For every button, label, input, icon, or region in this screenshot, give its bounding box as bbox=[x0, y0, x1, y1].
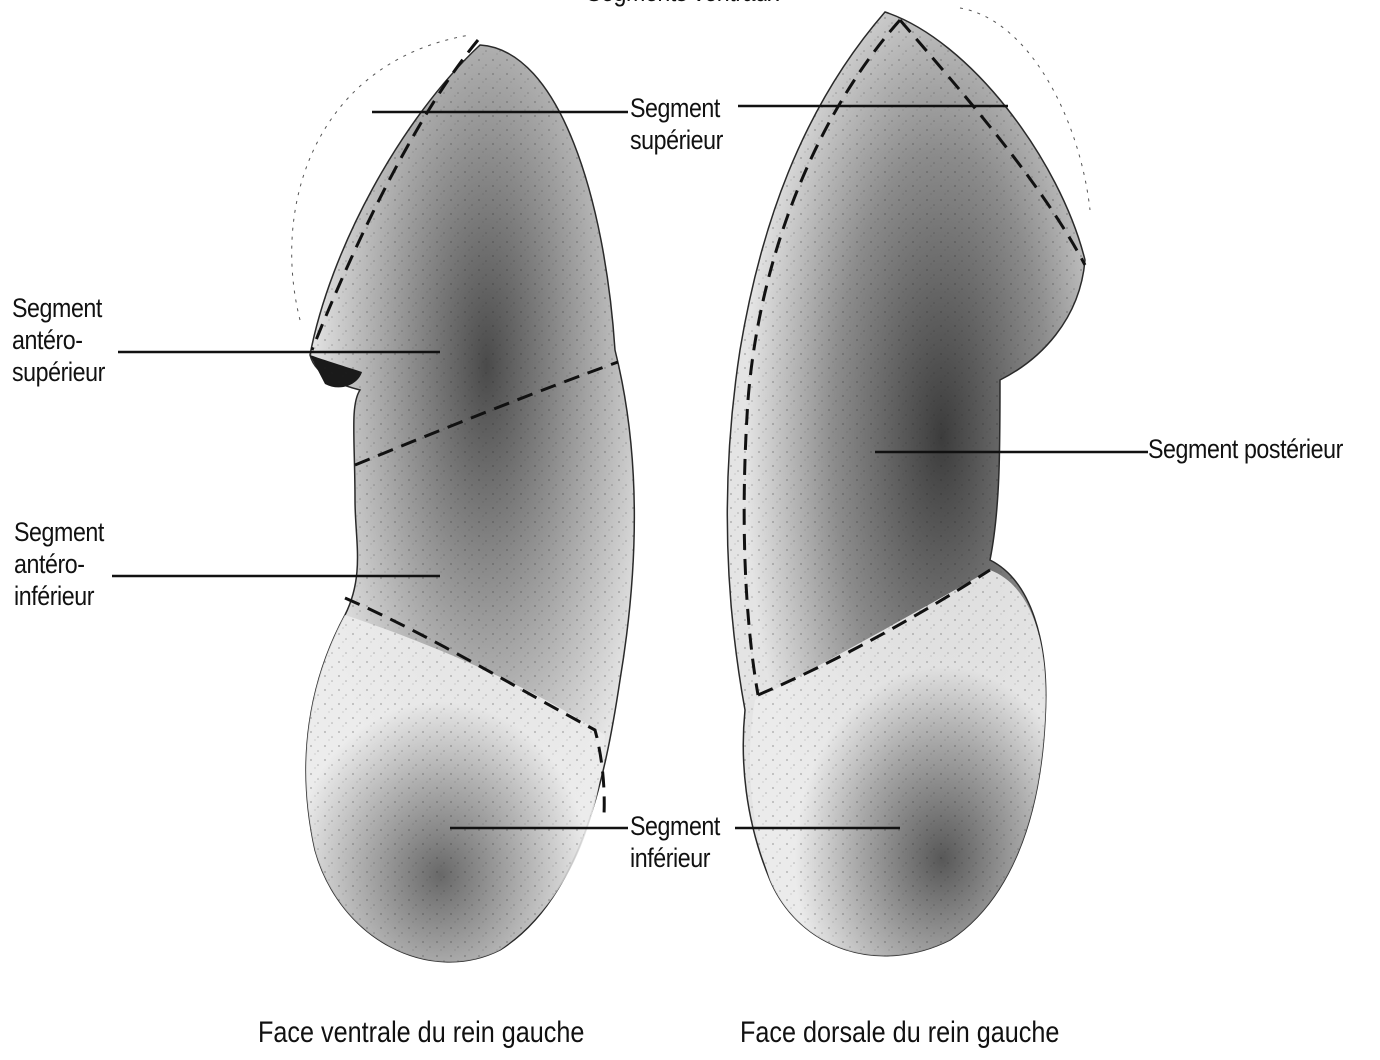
label-segment-antero-superieur: Segment antéro- supérieur bbox=[12, 292, 105, 388]
label-segment-antero-inferieur: Segment antéro- inférieur bbox=[14, 516, 104, 612]
ventral-kidney bbox=[306, 40, 634, 962]
caption-dorsal-face: Face dorsale du rein gauche bbox=[740, 1016, 1059, 1050]
ventral-speckle bbox=[306, 45, 634, 962]
label-segment-posterieur: Segment postérieur bbox=[1148, 433, 1343, 465]
label-segment-superieur: Segment supérieur bbox=[630, 92, 723, 156]
dorsal-kidney bbox=[727, 12, 1085, 956]
caption-ventral-face: Face ventrale du rein gauche bbox=[258, 1016, 584, 1050]
label-segment-inferieur: Segment inférieur bbox=[630, 810, 720, 874]
